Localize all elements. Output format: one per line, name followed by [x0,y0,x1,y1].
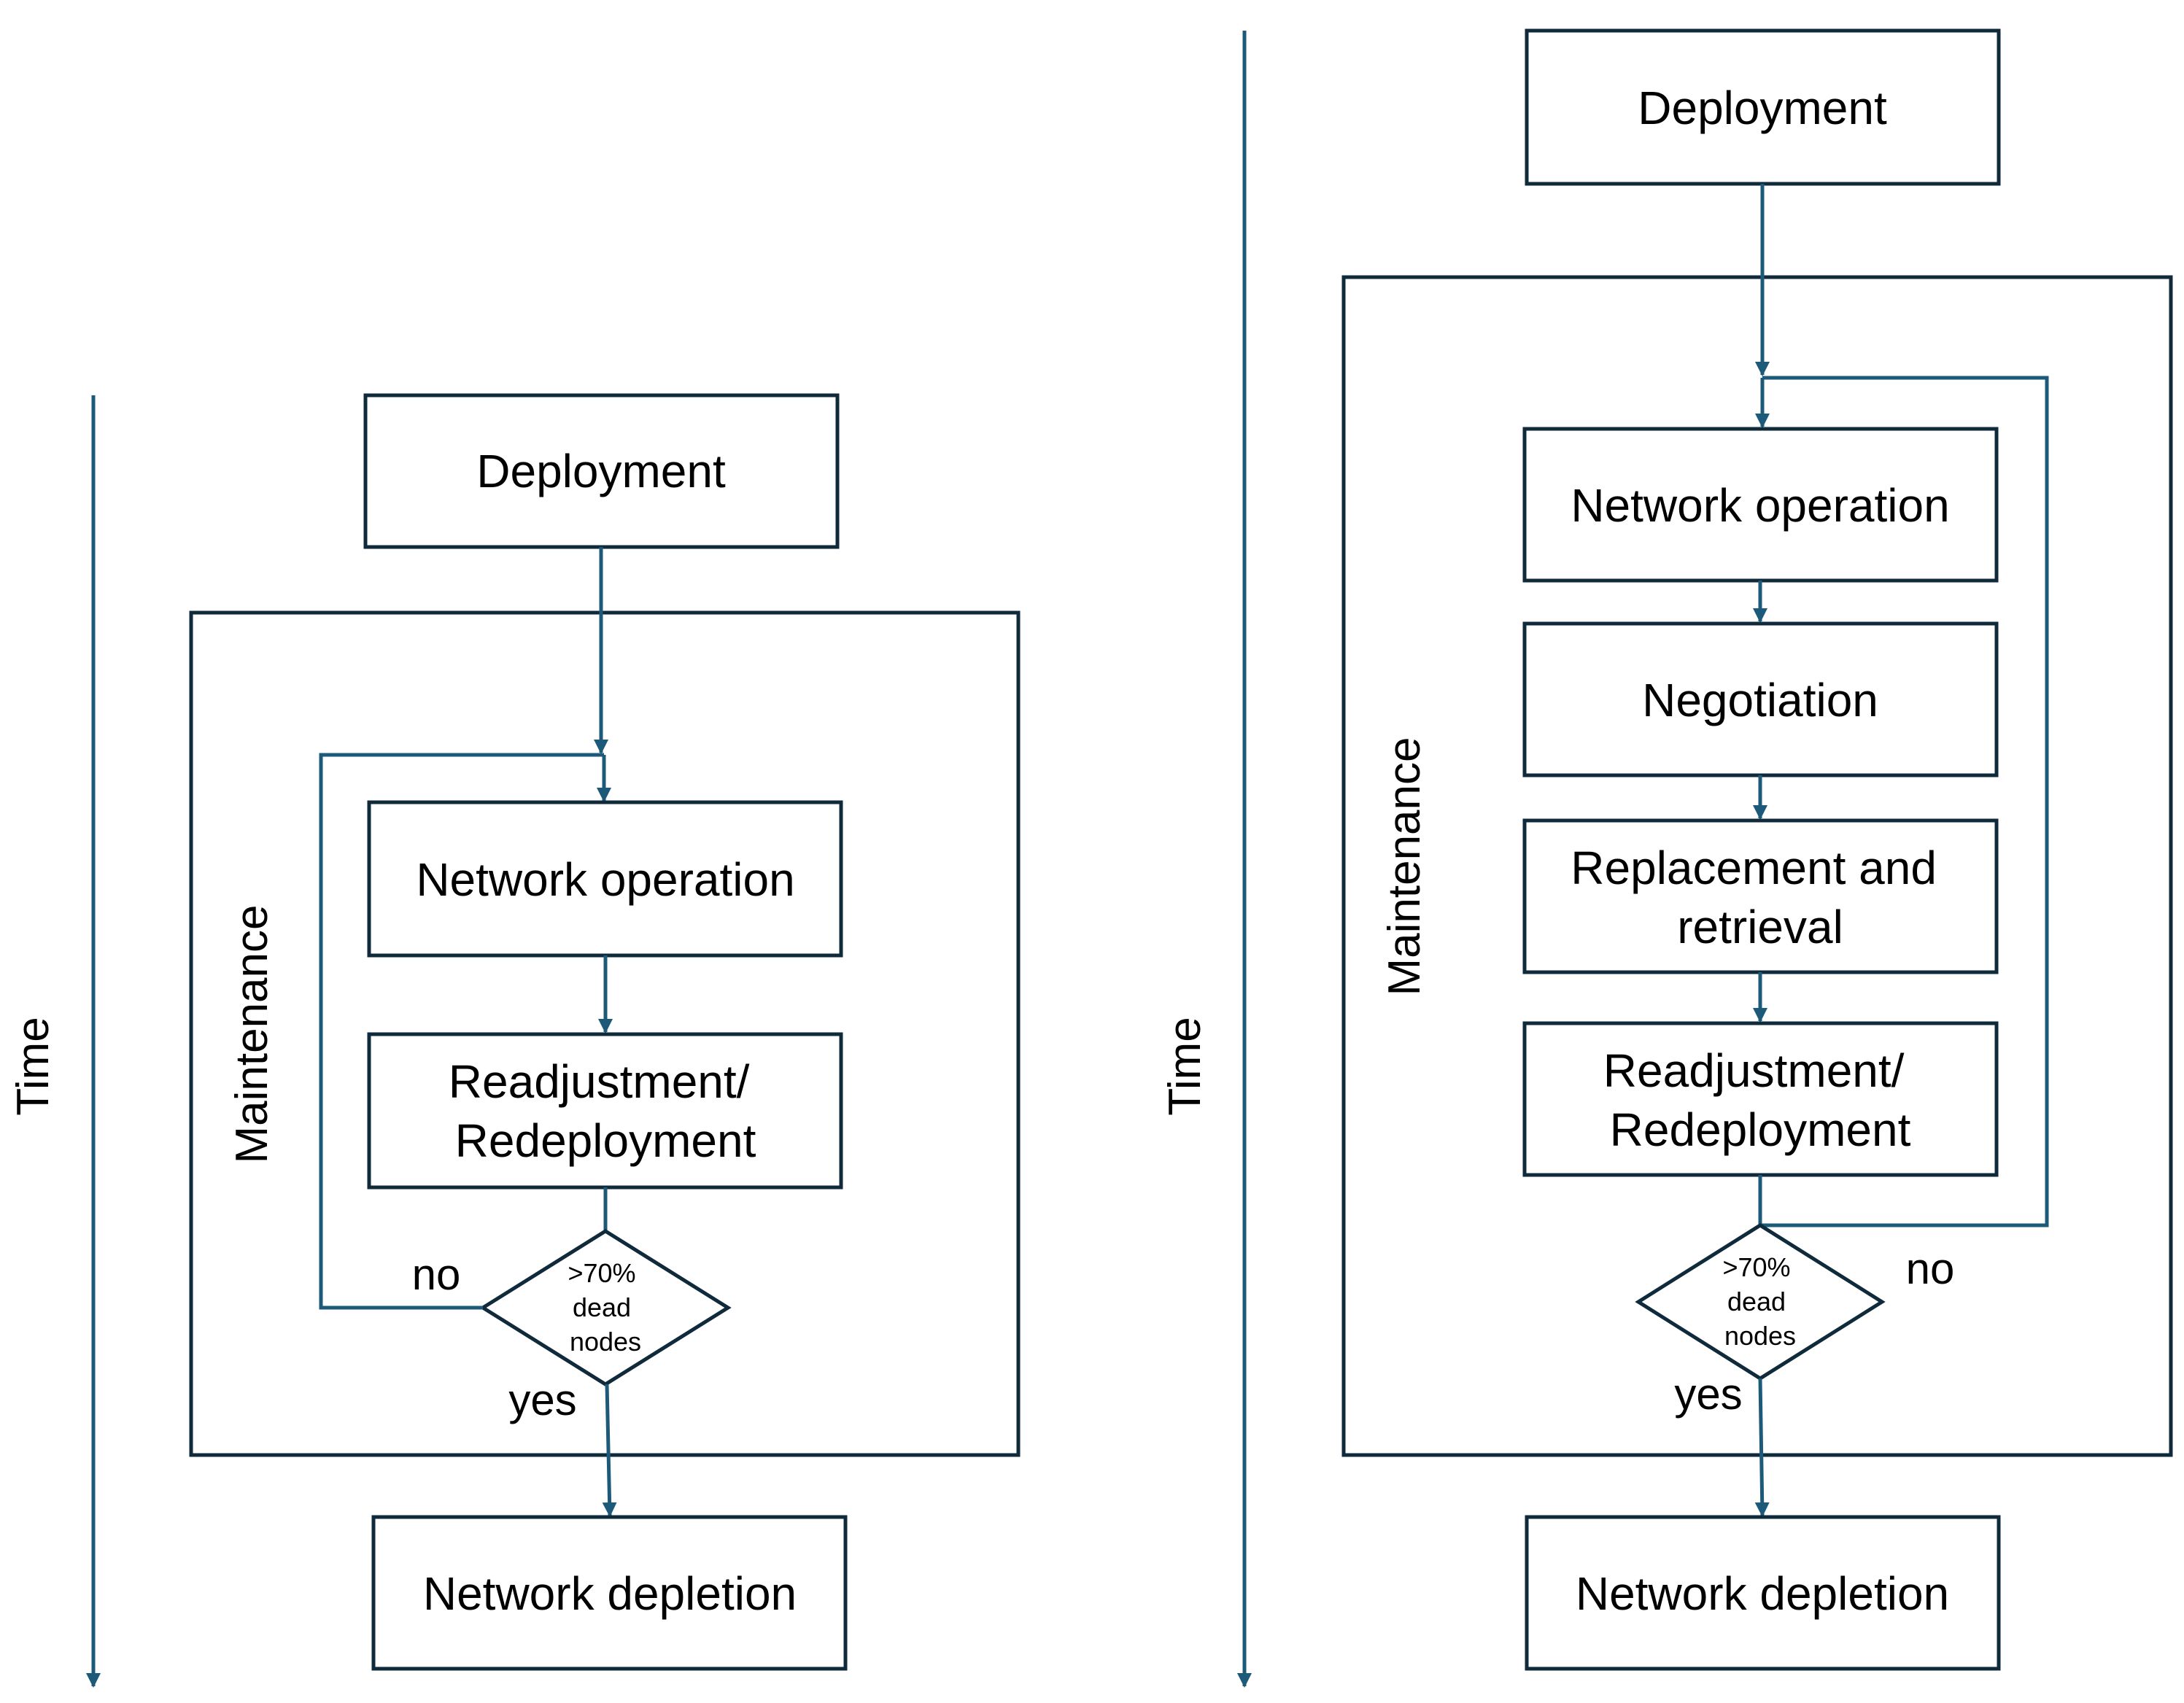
right-decision-line3: nodes [1724,1321,1796,1351]
right-negotiation-box: Negotiation [1522,621,1999,777]
right-time-label: Time [1160,1017,1210,1115]
svg-text:Replacement and retrie: Replacement and retrieval [1571,842,1949,953]
left-readjustment-line2: Redeployment [455,1114,756,1167]
right-readjustment-line1: Readjustment/ [1603,1044,1905,1097]
left-yes-arrow [602,1384,617,1517]
right-flowchart: Time Maintenance Deployment Network oper… [1160,28,2173,1688]
left-deployment-box: Deployment [363,393,840,549]
left-time-label: Time [8,1017,58,1115]
svg-text:>70% dead node: >70% dead nodes [1722,1252,1797,1351]
right-readjustment-box: Readjustment/ Redeployment [1522,1021,1999,1177]
right-no-loop-line [1760,376,2049,1227]
right-replacement-line2: retrieval [1677,901,1843,953]
right-negotiation-label: Negotiation [1642,674,1878,726]
right-network-operation-label: Network operation [1571,479,1949,532]
left-network-operation-box: Network operation [367,800,843,958]
left-yes-label: yes [508,1376,576,1424]
left-network-depletion-box: Network depletion [371,1515,848,1671]
svg-text:>70% dead node: >70% dead nodes [568,1258,643,1357]
right-replacement-box: Replacement and retrieval [1522,818,1999,974]
right-network-depletion-label: Network depletion [1576,1567,1949,1620]
right-readjustment-line2: Redeployment [1610,1103,1911,1156]
right-yes-arrow [1754,1378,1770,1517]
svg-text:Readjustment/ Redeploy: Readjustment/ Redeployment [449,1055,762,1167]
left-decision-line2: dead [573,1292,631,1322]
left-maintenance-label: Maintenance [227,904,277,1163]
svg-text:Readjustment/ Redeploy: Readjustment/ Redeployment [1603,1044,1917,1156]
left-readjustment-box: Readjustment/ Redeployment [367,1032,843,1190]
right-replacement-line1: Replacement and [1571,842,1937,894]
right-decision-line1: >70% [1722,1252,1790,1282]
right-no-label: no [1906,1244,1955,1293]
right-decision-diamond: >70% dead nodes [1635,1223,1886,1381]
right-network-operation-box: Network operation [1522,427,1999,583]
left-flowchart: Time Maintenance Deployment Network oper… [8,393,1021,1688]
right-maintenance-frame [1341,275,2173,1457]
right-yes-label: yes [1674,1370,1742,1419]
right-decision-line2: dead [1727,1287,1786,1316]
left-no-loop-line [319,753,604,1310]
right-network-depletion-box: Network depletion [1525,1515,2001,1671]
left-maintenance-frame [189,610,1021,1457]
right-deployment-box: Deployment [1525,28,2001,186]
left-network-operation-label: Network operation [416,853,794,906]
left-no-label: no [412,1250,461,1299]
left-network-depletion-label: Network depletion [423,1567,797,1620]
left-deployment-label: Deployment [476,445,726,497]
left-decision-line1: >70% [568,1258,635,1288]
right-maintenance-label: Maintenance [1379,737,1430,996]
right-deployment-label: Deployment [1638,82,1887,134]
left-readjustment-line1: Readjustment/ [449,1055,750,1108]
left-decision-line3: nodes [570,1327,641,1357]
left-decision-diamond: >70% dead nodes [479,1229,732,1386]
